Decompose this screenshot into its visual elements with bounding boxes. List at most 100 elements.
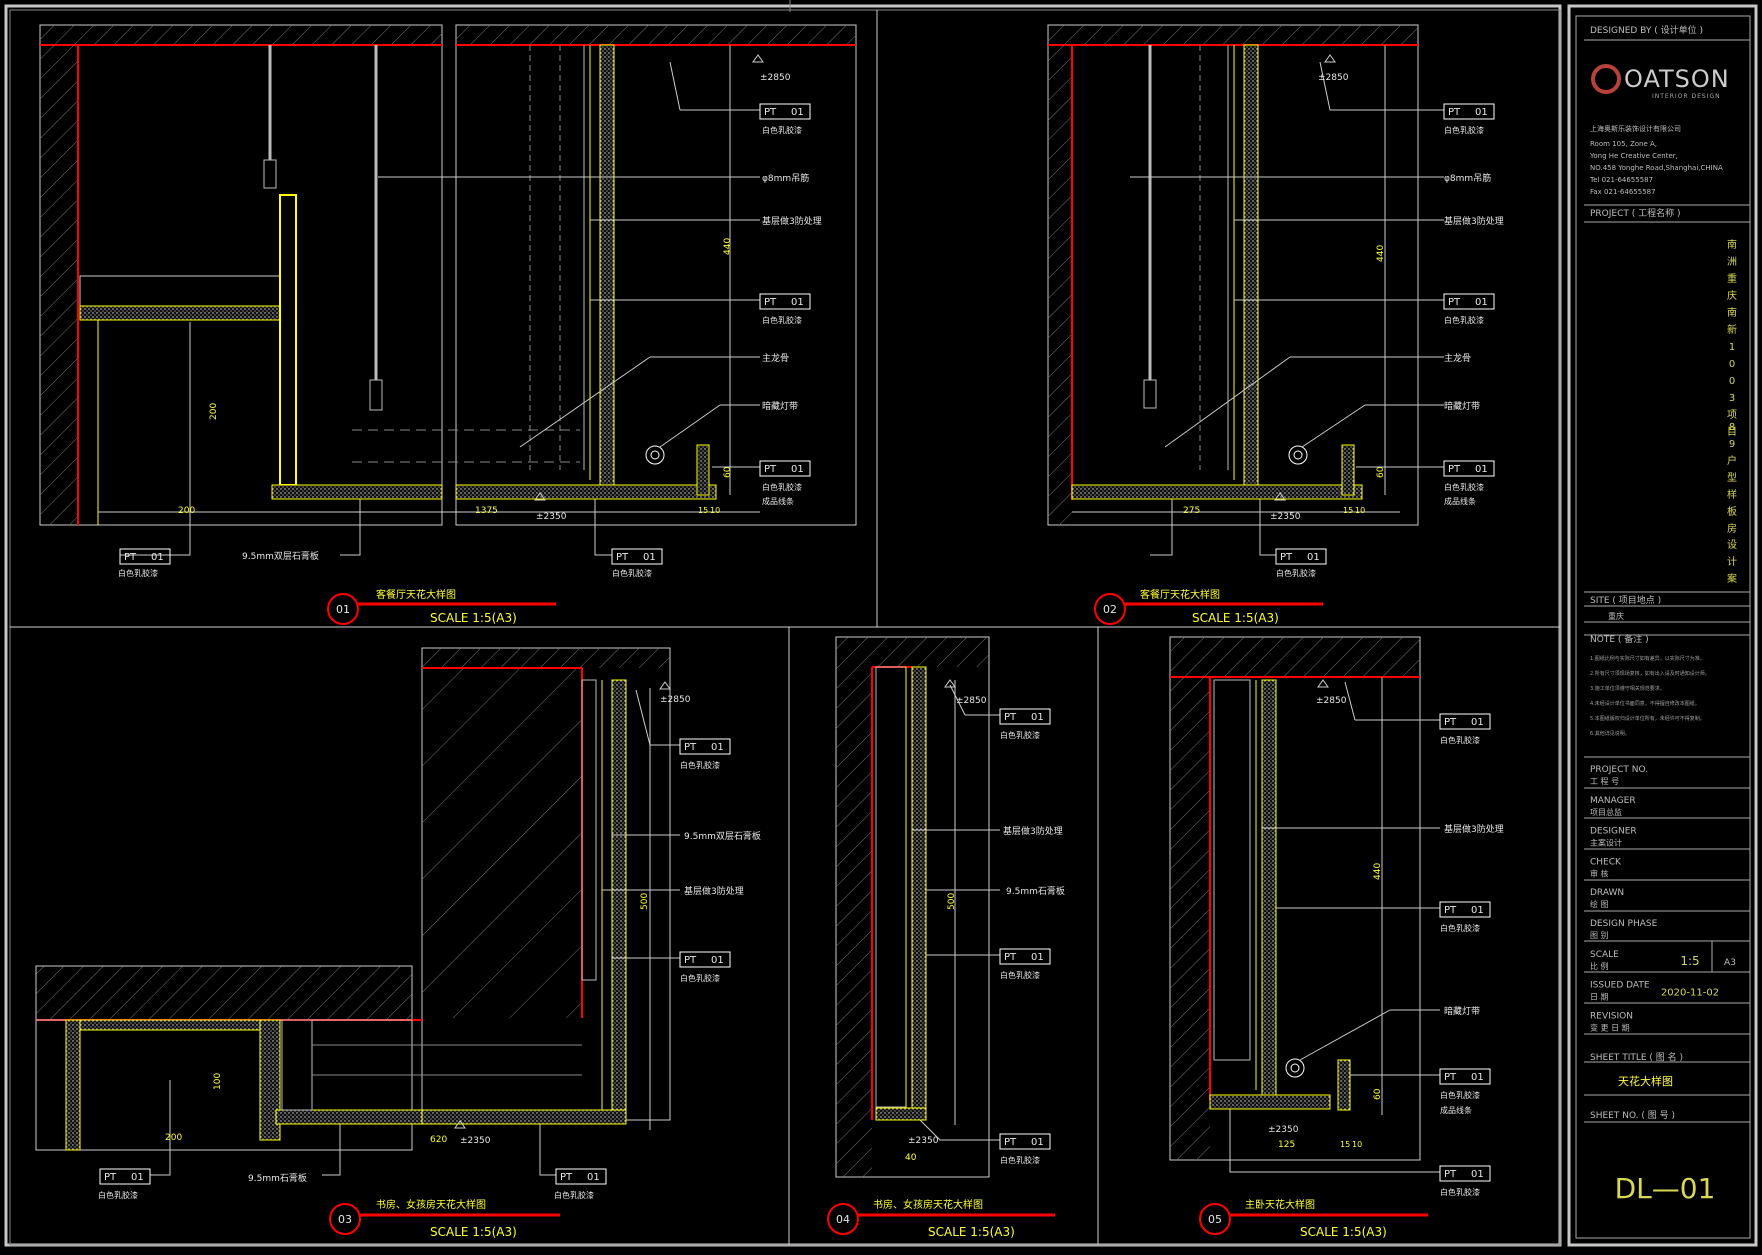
material-label: 暗藏灯带 [1444, 1005, 1480, 1017]
title-block-lines [1584, 39, 1750, 1123]
company-address: Tel 021-64655587 [1589, 176, 1653, 184]
finish-label: 白色乳胶漆 [762, 315, 802, 325]
pt-tag: PT [764, 464, 777, 475]
pt-tag: PT [1448, 107, 1461, 118]
finish-label: 白色乳胶漆 [1444, 315, 1484, 325]
level-mark: ±2350 [536, 512, 567, 522]
dimension: 200 [178, 506, 195, 516]
field-label-cn: 变 更 日 期 [1590, 1022, 1630, 1032]
pt-tag: PT [1444, 905, 1457, 916]
pt-tag: PT [1004, 1137, 1017, 1148]
field-value: A3 [1724, 958, 1736, 968]
field-label-cn: 绘 图 [1590, 899, 1609, 909]
detail-title: 客餐厅天花大样图 [1140, 588, 1220, 601]
finish-label: 白色乳胶漆 [1000, 1155, 1040, 1165]
logo-wordmark: OATSON [1624, 65, 1730, 93]
title-block-frame [1567, 4, 1758, 1247]
dimension: 440 [1376, 245, 1386, 262]
pt-number: 01 [1471, 717, 1484, 728]
material-label: 暗藏灯带 [1444, 400, 1480, 412]
material-label: φ8mm吊筋 [762, 172, 809, 184]
dimension: 620 [430, 1135, 447, 1145]
dimension: 200 [209, 403, 219, 420]
finish-label: 白色乳胶漆 [118, 568, 158, 578]
pt-tag: PT [764, 107, 777, 118]
finish-label: 白色乳胶漆 [680, 760, 720, 770]
material-label: 主龙骨 [762, 352, 789, 364]
pt-number: 01 [151, 552, 164, 563]
dimension: 1375 [475, 506, 498, 516]
dimension: 10 [1355, 506, 1365, 515]
level-mark: ±2850 [956, 696, 987, 706]
pt-number: 01 [131, 1172, 144, 1183]
finish-label: 白色乳胶漆 [1444, 482, 1484, 492]
pt-number: 01 [1031, 1137, 1044, 1148]
material-label: 9.5mm石膏板 [1006, 885, 1065, 897]
detail-number: 05 [1208, 1213, 1222, 1226]
dimension: 440 [1373, 863, 1383, 880]
finish-label: 白色乳胶漆 [612, 568, 652, 578]
field-label: DESIGN PHASE [1590, 919, 1658, 929]
company-address: Yong He Creative Center, [1589, 152, 1678, 160]
material-label: 成品线条 [762, 496, 794, 506]
pt-tag: PT [124, 552, 137, 563]
detail-scale: SCALE 1:5(A3) [928, 1225, 1015, 1239]
pt-number: 01 [1475, 297, 1488, 308]
project-label: PROJECT ( 工程名称 ) [1590, 207, 1681, 219]
level-mark: ±2850 [760, 73, 791, 83]
company-address: Room 105, Zone A, [1590, 140, 1657, 148]
pt-number: 01 [1031, 712, 1044, 723]
pt-number: 01 [1471, 905, 1484, 916]
note-item: 4.未经设计单位书面同意，不得擅自修改本图纸。 [1590, 700, 1700, 707]
sheet-no-label: SHEET NO. ( 图 号 ) [1590, 1110, 1675, 1121]
dimension: 60 [1376, 466, 1386, 478]
material-label: 基层做3防处理 [1444, 215, 1504, 227]
level-mark: ±2850 [1318, 73, 1349, 83]
pt-tag: PT [1444, 1072, 1457, 1083]
company-address: Fax 021-64655587 [1590, 188, 1656, 196]
sheet-no-value: DL—01 [1615, 1172, 1716, 1205]
pt-number: 01 [1475, 107, 1488, 118]
outer-frame [4, 4, 1562, 1247]
field-label-cn: 工 程 号 [1590, 777, 1619, 786]
dimension: 60 [1373, 1088, 1383, 1100]
field-label: DRAWN [1590, 888, 1624, 898]
field-label: REVISION [1590, 1011, 1633, 1021]
detail-05 [1169, 636, 1491, 1235]
detail-number: 02 [1103, 603, 1117, 616]
company-address: NO.458 Yonghe Road,Shanghai,CHINA [1590, 164, 1723, 172]
pt-number: 01 [1471, 1072, 1484, 1083]
material-label: 9.5mm石膏板 [248, 1172, 307, 1184]
finish-label: 白色乳胶漆 [1444, 125, 1484, 135]
pt-tag: PT [1444, 1169, 1457, 1180]
field-label: MANAGER [1590, 796, 1636, 806]
sheet-title-label: SHEET TITLE ( 图 名 ) [1590, 1051, 1683, 1063]
finish-label: 白色乳胶漆 [554, 1190, 594, 1200]
field-label: PROJECT NO. [1590, 765, 1648, 775]
field-value: 2020-11-02 [1661, 988, 1719, 999]
dimension: 500 [947, 893, 957, 910]
material-label: 基层做3防处理 [1444, 823, 1504, 835]
dimension: 60 [723, 466, 733, 478]
pt-number: 01 [1031, 952, 1044, 963]
field-value: 1:5 [1680, 954, 1699, 968]
detail-title: 书房、女孩房天花大样图 [873, 1198, 983, 1211]
dimension: 500 [640, 893, 650, 910]
pt-tag: PT [1448, 464, 1461, 475]
field-label-cn: 审 核 [1590, 868, 1609, 878]
detail-03 [35, 647, 731, 1235]
material-label: 9.5mm双层石膏板 [242, 550, 319, 562]
material-label: 基层做3防处理 [684, 885, 744, 897]
pt-tag: PT [616, 552, 629, 563]
field-label: SCALE [1590, 950, 1619, 960]
detail-number: 03 [338, 1213, 352, 1226]
pt-tag: PT [764, 297, 777, 308]
finish-label: 白色乳胶漆 [1440, 1187, 1480, 1197]
note-item: 6.其他详见说明。 [1590, 730, 1630, 737]
detail-04 [827, 636, 1055, 1235]
level-mark: ±2850 [660, 695, 691, 705]
material-label: 成品线条 [1444, 496, 1476, 506]
